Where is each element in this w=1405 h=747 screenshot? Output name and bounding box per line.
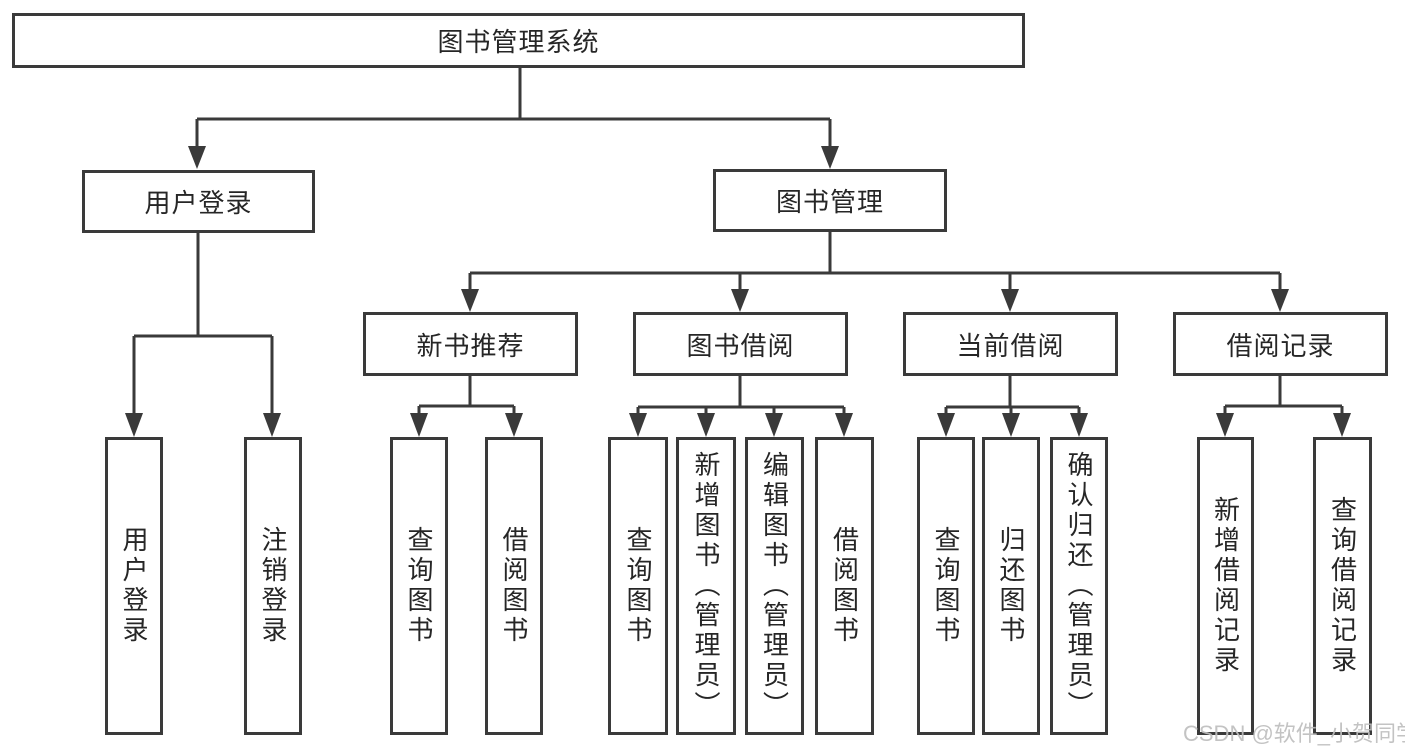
arrow-down-icon (505, 413, 523, 437)
arrow-down-icon (697, 413, 715, 437)
node-label: 借阅图书 (829, 526, 860, 646)
arrow-down-icon (1333, 413, 1351, 437)
arrow-down-icon (410, 413, 428, 437)
connector-userlogin-trunk (132, 233, 274, 415)
connector-borrowrecord-trunk (1223, 376, 1344, 415)
arrow-down-icon (1001, 289, 1019, 312)
node-leaf-return-books: 归还图书 (982, 437, 1040, 735)
arrow-down-icon (263, 413, 281, 437)
arrow-down-icon (1216, 413, 1234, 437)
node-user-login: 用户登录 (82, 170, 315, 233)
arrow-down-icon (461, 289, 479, 312)
node-leaf-borrow-books-rec: 借阅图书 (485, 437, 543, 735)
node-label: 图书管理系统 (437, 27, 600, 57)
node-book-management: 图书管理 (713, 169, 947, 232)
connector-currentborrow-trunk (944, 376, 1081, 415)
arrow-down-icon (1070, 413, 1088, 437)
arrow-down-icon (629, 413, 647, 437)
node-label: 查询图书 (931, 526, 961, 646)
node-leaf-query-books-rec: 查询图书 (390, 437, 448, 735)
node-label: 查询图书 (404, 526, 434, 646)
arrow-down-icon (1002, 413, 1020, 437)
node-leaf-query-books-bb: 查询图书 (608, 437, 668, 735)
arrow-down-icon (937, 413, 955, 437)
node-label: 新书推荐 (416, 330, 525, 361)
node-leaf-add-books-admin: 新增图书（管理员） (676, 437, 736, 735)
node-label: 注销登录 (258, 526, 288, 646)
node-book-borrow: 图书借阅 (633, 312, 848, 376)
arrow-down-icon (835, 413, 853, 437)
node-leaf-edit-books-admin: 编辑图书（管理员） (745, 437, 804, 735)
node-label: 查询借阅记录 (1327, 496, 1358, 676)
node-new-book-recommend: 新书推荐 (363, 312, 578, 376)
node-leaf-query-books-cb: 查询图书 (917, 437, 975, 735)
node-label: 借阅图书 (499, 526, 529, 646)
node-current-borrow: 当前借阅 (903, 312, 1118, 376)
arrow-down-icon (125, 413, 143, 437)
node-leaf-borrow-books-bb: 借阅图书 (815, 437, 874, 735)
node-label: 当前借阅 (956, 330, 1065, 361)
arrow-down-icon (765, 413, 783, 437)
node-label: 新增借阅记录 (1210, 496, 1241, 676)
node-leaf-query-borrow-record: 查询借阅记录 (1313, 437, 1372, 735)
node-leaf-user-login: 用户登录 (105, 437, 163, 735)
node-library-management-system: 图书管理系统 (12, 13, 1025, 68)
node-borrow-record: 借阅记录 (1173, 312, 1388, 376)
connector-bookmgmt-trunk (468, 232, 1282, 292)
node-leaf-logout: 注销登录 (244, 437, 302, 735)
node-label: 归还图书 (996, 526, 1026, 646)
arrow-down-icon (188, 146, 206, 169)
node-label: 图书借阅 (686, 330, 795, 361)
node-leaf-add-borrow-record: 新增借阅记录 (1197, 437, 1254, 735)
node-label: 确认归还（管理员） (1064, 451, 1094, 721)
arrow-down-icon (731, 289, 749, 312)
connector-newrec-trunk (417, 376, 516, 415)
node-label: 图书管理 (775, 187, 884, 217)
connector-bookborrow-trunk (636, 376, 846, 415)
node-label: 用户登录 (144, 188, 253, 218)
node-label: 借阅记录 (1226, 330, 1335, 361)
connector-root-trunk (195, 68, 832, 149)
arrow-down-icon (1271, 289, 1289, 312)
node-label: 查询图书 (623, 526, 653, 646)
node-leaf-confirm-return-admin: 确认归还（管理员） (1050, 437, 1108, 735)
csdn-watermark: CSDN @软件_小贺同学 (1183, 721, 1405, 746)
node-label: 用户登录 (119, 526, 149, 646)
node-label: 新增图书（管理员） (691, 451, 721, 721)
node-label: 编辑图书（管理员） (759, 451, 790, 721)
arrow-down-icon (821, 146, 839, 169)
